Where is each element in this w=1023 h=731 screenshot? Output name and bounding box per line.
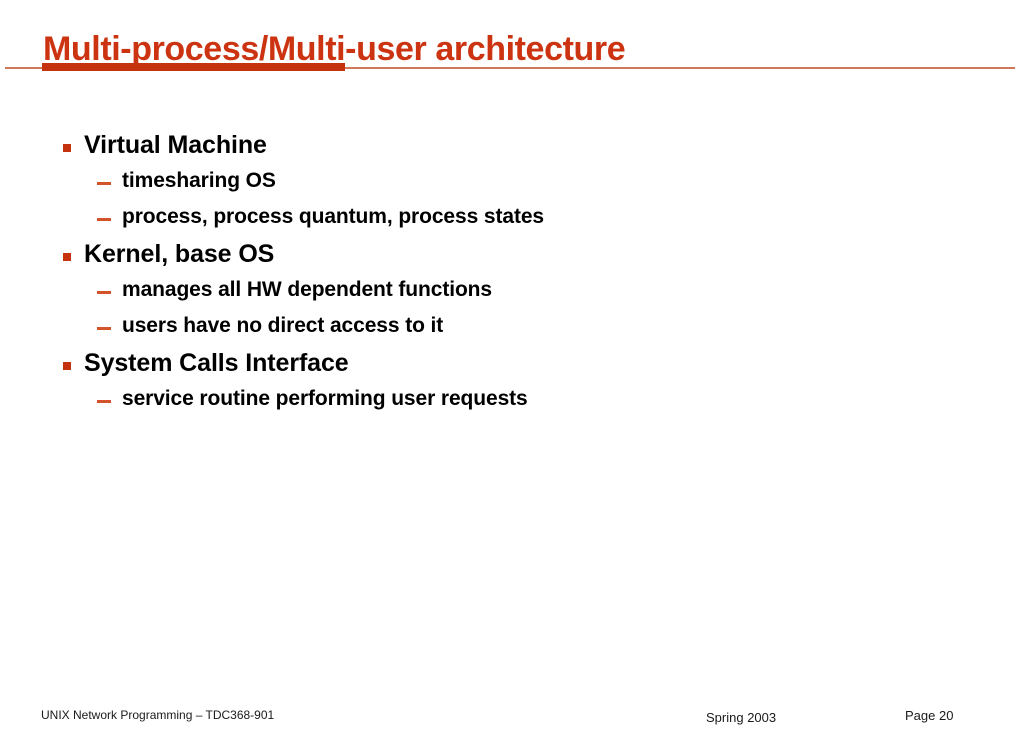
footer-term-label: Spring 2003 [706, 710, 777, 725]
bullet-item-label: System Calls Interface [84, 349, 349, 377]
footer-course-label: UNIX Network Programming – TDC368-901 [41, 708, 275, 722]
dash-bullet-icon [97, 291, 111, 294]
square-bullet-icon [63, 253, 71, 261]
dash-bullet-icon [97, 400, 111, 403]
bullet-item-level2: process, process quantum, process states [0, 201, 1023, 237]
bullet-item-level2: service routine performing user requests [0, 383, 1023, 419]
dash-bullet-icon [97, 327, 111, 330]
square-bullet-icon [63, 362, 71, 370]
square-bullet-icon [63, 144, 71, 152]
bullet-item-level1: Virtual Machine [0, 128, 1023, 165]
bullet-item-label: users have no direct access to it [122, 314, 444, 337]
title-accent-bar [42, 63, 345, 71]
dash-bullet-icon [97, 218, 111, 221]
page-title: Multi-process/Multi-user architecture [43, 29, 626, 68]
bullet-item-label: timesharing OS [122, 169, 276, 192]
bullet-item-label: manages all HW dependent functions [122, 278, 492, 301]
bullet-item-level1: System Calls Interface [0, 346, 1023, 383]
bullet-item-label: service routine performing user requests [122, 387, 528, 410]
bullet-item-label: Virtual Machine [84, 131, 267, 159]
bullet-list: Virtual Machine timesharing OS process, pr… [0, 128, 1023, 419]
title-underline-rule [5, 67, 1015, 69]
footer-page-number: Page 20 [905, 708, 954, 723]
bullet-item-level1: Kernel, base OS [0, 237, 1023, 274]
bullet-item-level2: timesharing OS [0, 165, 1023, 201]
bullet-item-level2: manages all HW dependent functions [0, 274, 1023, 310]
bullet-item-label: Kernel, base OS [84, 240, 275, 268]
dash-bullet-icon [97, 182, 111, 185]
bullet-item-level2: users have no direct access to it [0, 310, 1023, 346]
bullet-item-label: process, process quantum, process states [122, 205, 544, 228]
